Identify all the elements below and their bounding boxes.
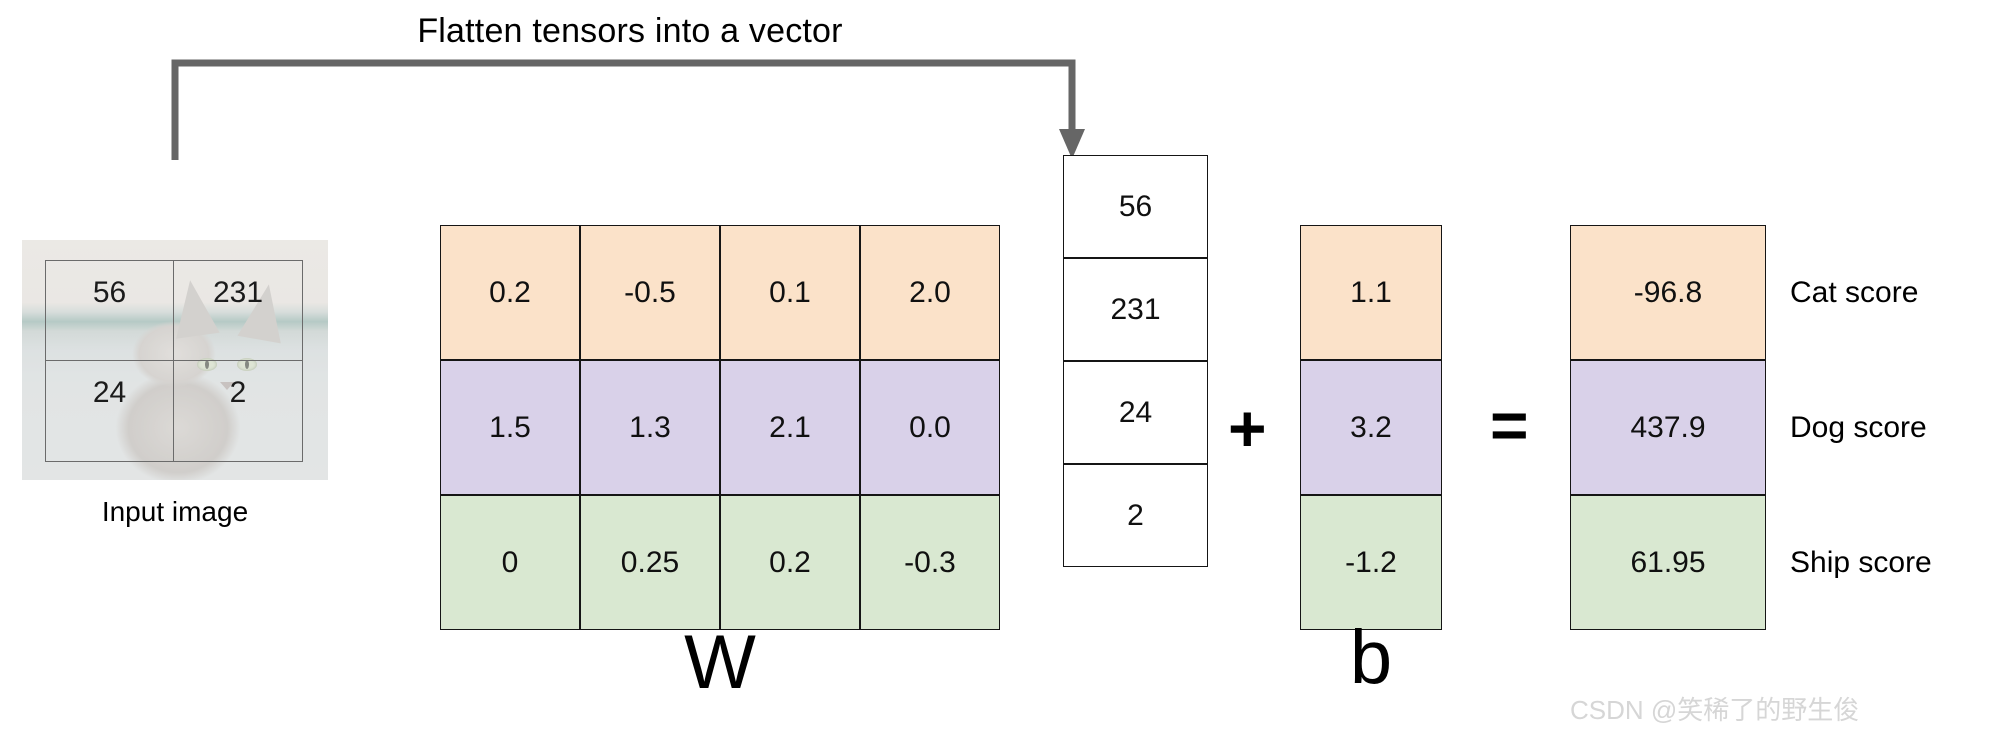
- input-image: 56 231 24 2: [22, 240, 328, 480]
- pixel-cell: 56: [46, 261, 174, 361]
- score-cell: -96.8: [1570, 225, 1766, 360]
- input-image-block: 56 231 24 2 Input image: [22, 240, 328, 528]
- score-label-cat: Cat score: [1790, 275, 1919, 309]
- score-label-list: Cat score Dog score Ship score: [1790, 225, 2000, 630]
- bias-cell: -1.2: [1300, 495, 1442, 630]
- matrix-cell: -0.5: [580, 225, 720, 360]
- matrix-cell: 0.1: [720, 225, 860, 360]
- flatten-arrow-connector: [171, 59, 1085, 160]
- matrix-cell: -0.3: [860, 495, 1000, 630]
- b-vector-label: b: [1349, 615, 1393, 700]
- pixel-value: 2: [229, 376, 247, 409]
- matrix-cell: 0.25: [580, 495, 720, 630]
- pixel-cell: 2: [174, 361, 302, 461]
- vector-cell: 56: [1063, 155, 1208, 258]
- vector-cell: 24: [1063, 361, 1208, 464]
- pixel-value: 56: [92, 275, 127, 309]
- pixel-cell: 24: [46, 361, 174, 461]
- matrix-cell: 0: [440, 495, 580, 630]
- pixel-cell: 231: [174, 261, 302, 361]
- score-cell: 61.95: [1570, 495, 1766, 630]
- w-matrix-label: W: [684, 620, 756, 705]
- bias-vector: 1.1 3.2 -1.2: [1300, 225, 1442, 630]
- vector-cell: 231: [1063, 258, 1208, 361]
- watermark: CSDN @笑稀了的野生俊: [1570, 695, 1860, 725]
- matrix-cell: 2.0: [860, 225, 1000, 360]
- score-label-ship: Ship score: [1790, 545, 1932, 579]
- pixel-value: 24: [92, 376, 127, 409]
- flattened-input-vector: 56 231 24 2: [1063, 155, 1208, 567]
- plus-operator: +: [1228, 391, 1267, 465]
- matrix-cell: 1.3: [580, 360, 720, 495]
- bias-cell: 1.1: [1300, 225, 1442, 360]
- matrix-cell: 0.2: [720, 495, 860, 630]
- matrix-cell: 2.1: [720, 360, 860, 495]
- bias-cell: 3.2: [1300, 360, 1442, 495]
- matrix-cell: 0.0: [860, 360, 1000, 495]
- vector-cell: 2: [1063, 464, 1208, 567]
- pixel-value: 231: [212, 275, 264, 309]
- matrix-cell: 0.2: [440, 225, 580, 360]
- input-image-caption: Input image: [101, 496, 249, 527]
- weight-matrix: 0.2 -0.5 0.1 2.0 1.5 1.3 2.1 0.0 0 0.25 …: [440, 225, 1000, 630]
- pixel-grid-overlay: 56 231 24 2: [45, 260, 303, 462]
- score-vector: -96.8 437.9 61.95: [1570, 225, 1766, 630]
- score-cell: 437.9: [1570, 360, 1766, 495]
- score-label-dog: Dog score: [1790, 410, 1927, 444]
- matrix-cell: 1.5: [440, 360, 580, 495]
- page-title: Flatten tensors into a vector: [417, 12, 843, 50]
- equals-operator: =: [1490, 388, 1529, 462]
